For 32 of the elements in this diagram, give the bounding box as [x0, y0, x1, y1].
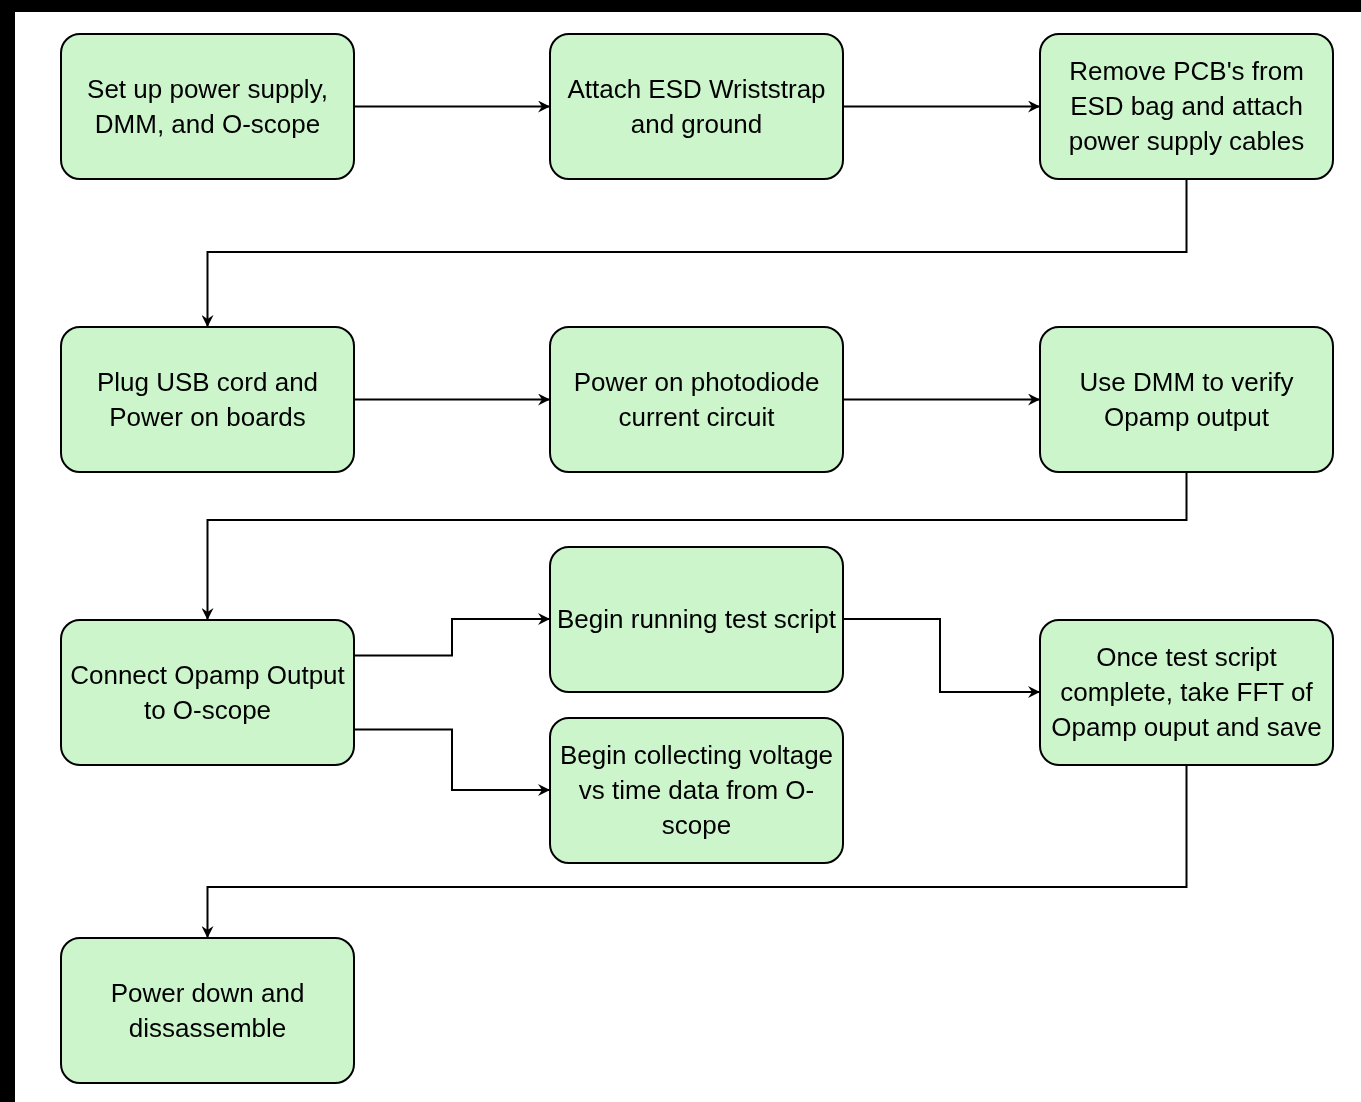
arrow: [843, 618, 1040, 698]
arrow: [201, 765, 1188, 938]
step-text: Begin collecting voltage vs time data from O-scope: [558, 739, 835, 842]
arrow: [843, 393, 1040, 406]
process-box: [60, 33, 355, 180]
step-text: Begin running test script: [557, 603, 836, 636]
step-text: Power on photodiode current circuit: [572, 365, 821, 434]
arrow: [354, 100, 550, 113]
process-box: [549, 326, 844, 473]
arrow: [201, 179, 1188, 327]
process-box: [60, 326, 355, 473]
arrow: [354, 393, 550, 406]
step-text: Attach ESD Wriststrap and ground: [566, 72, 827, 141]
step-text: Remove PCB's from ESD bag and attach power supply cables: [1067, 55, 1306, 158]
process-box: [1039, 326, 1334, 473]
arrow: [201, 472, 1188, 620]
step-text: Power down and dissassemble: [109, 976, 306, 1045]
process-box: [60, 937, 355, 1084]
step-text: Set up power supply, DMM, and O-scope: [86, 72, 329, 141]
arrow: [354, 613, 550, 657]
step-text: Once test script complete, take FFT of Opamp ouput and save: [1050, 641, 1323, 744]
arrow: [354, 728, 550, 796]
process-box: [549, 33, 844, 180]
process-box: [1039, 619, 1334, 766]
process-box: [1039, 33, 1334, 180]
arrow: [843, 100, 1040, 113]
step-text: Connect Opamp Output to O-scope: [69, 658, 346, 727]
process-box: [549, 717, 844, 864]
process-box: [549, 546, 844, 693]
process-box: [60, 619, 355, 766]
step-text: Use DMM to verify Opamp output: [1078, 365, 1295, 434]
step-text: Plug USB cord and Power on boards: [95, 365, 320, 434]
